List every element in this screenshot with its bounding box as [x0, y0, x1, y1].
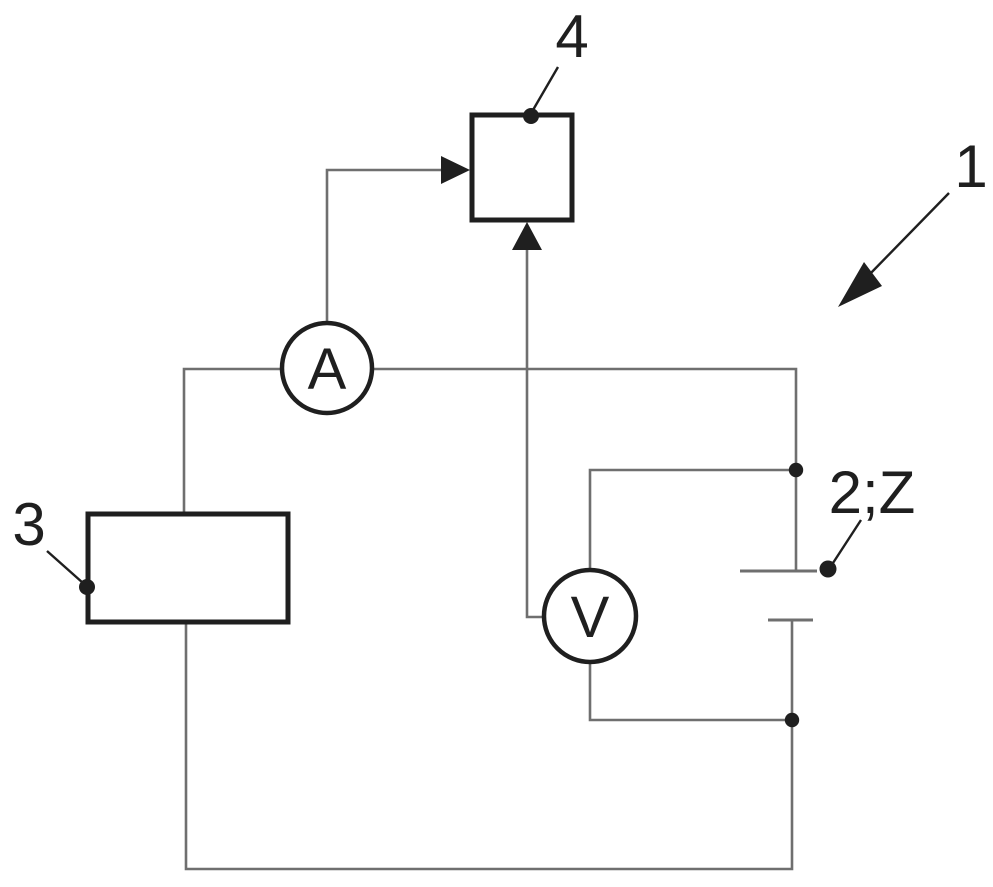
arrowhead-into-block4-bottom — [512, 222, 542, 250]
battery-cell — [740, 569, 817, 622]
ref1-arrow-line — [867, 192, 950, 277]
ref3-leader-line — [46, 550, 84, 584]
ref2-leader-line — [831, 519, 863, 564]
label-ref2: 2;Z — [819, 459, 916, 578]
junction-dot-bottom — [784, 712, 800, 728]
wires — [182, 168, 798, 871]
ref4-anchor-dot — [523, 108, 539, 124]
wire-ammeter-to-battery-top — [372, 367, 798, 571]
voltmeter: V — [541, 567, 639, 665]
label-ref3: 3 — [12, 491, 95, 595]
label-ref1: 1 — [838, 133, 988, 307]
wire-ammeter-to-block3-top — [182, 367, 282, 514]
block-3 — [85, 511, 291, 625]
ref3-anchor-dot — [79, 579, 95, 595]
wire-ammeter-to-block4-arrow-stem — [325, 168, 443, 322]
ammeter-letter: A — [308, 337, 347, 402]
wire-voltmeter-top-to-junction — [588, 468, 796, 570]
voltmeter-letter: V — [571, 585, 610, 650]
ref3-text: 3 — [12, 491, 45, 558]
wire-voltmeter-to-block4-arrow-stem — [525, 249, 544, 619]
label-ref4: 4 — [523, 3, 589, 124]
block-4 — [469, 112, 575, 223]
junction-dot-top — [788, 462, 804, 478]
ammeter-circle — [279, 320, 375, 416]
ref4-leader-line — [531, 66, 560, 111]
ref2-anchor-dot — [819, 560, 837, 578]
voltmeter-circle — [541, 567, 639, 665]
wire-voltmeter-bottom-to-junction — [588, 663, 792, 722]
ref1-arrowhead — [838, 262, 882, 307]
ref4-text: 4 — [555, 3, 588, 70]
ammeter: A — [279, 320, 375, 416]
ref2-text: 2;Z — [829, 459, 916, 526]
wire-block3-bottom-rail-to-battery — [184, 621, 794, 871]
arrowhead-into-block4-left — [441, 156, 470, 184]
ref1-text: 1 — [954, 133, 987, 200]
